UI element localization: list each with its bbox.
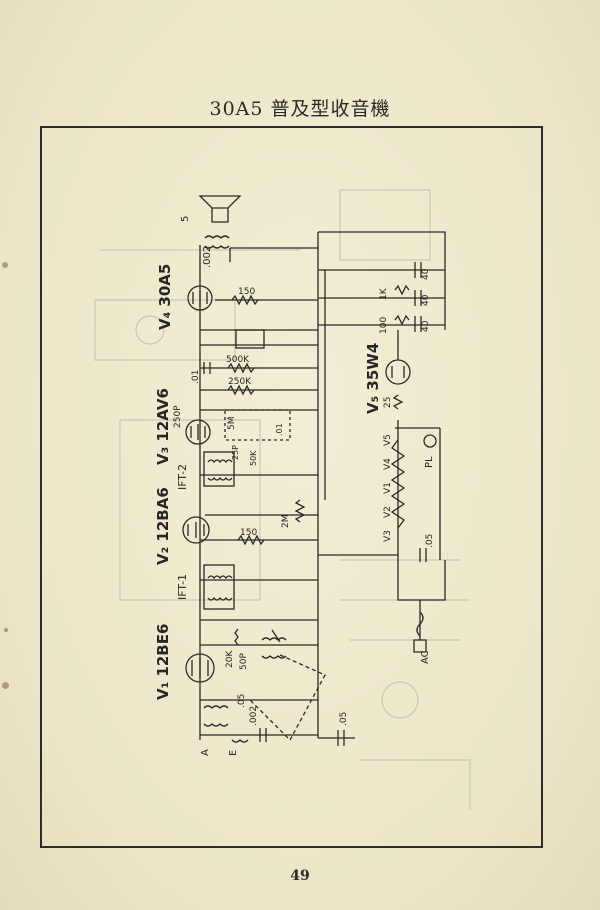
label-c250p: 250P (173, 405, 183, 428)
label-c40a: 40 (421, 268, 431, 280)
page-stain (2, 262, 8, 268)
label-c01b: .01 (275, 423, 284, 436)
svg-text:V4: V4 (383, 458, 393, 470)
resistors (227, 284, 410, 646)
ift1-label: IFT-1 (176, 574, 189, 600)
tube-v2 (182, 516, 210, 544)
component-labels: 150 500K .01 250K 250P 5M 25P 50K .01 2M… (173, 268, 435, 756)
tube-label-v4: V₄ 30A5 (156, 264, 174, 330)
page-number: 49 (290, 868, 310, 884)
wiring (199, 231, 446, 740)
label-c01: .01 (191, 370, 201, 384)
label-r50k: 50K (249, 450, 258, 466)
ift2-label: IFT-2 (176, 464, 189, 490)
label-r500k: 500K (226, 355, 250, 365)
svg-text:V5: V5 (383, 434, 393, 446)
svg-text:V2: V2 (383, 506, 393, 518)
tube-label-v5: V₅ 35W4 (364, 343, 382, 414)
tube-label-v1: V₁ 12BE6 (154, 624, 172, 700)
label-c05-ac: .05 (425, 534, 435, 548)
output-transformer (204, 235, 230, 249)
osc-coil (261, 629, 287, 659)
label-c002-ant: .002 (249, 706, 259, 726)
tube-v1 (185, 653, 215, 683)
label-c05-line: .05 (339, 712, 349, 726)
tube-v5 (385, 359, 411, 385)
label-r100: 100 (379, 317, 389, 334)
pilot-lamp-icon (423, 434, 437, 448)
label-c05-osc: .05 (237, 694, 247, 708)
bleed-through (94, 189, 471, 810)
antenna-coil (203, 705, 249, 743)
shield-box (224, 409, 291, 441)
tube-label-v3: V₃ 12AV6 (154, 388, 172, 465)
label-c50p: 50P (239, 653, 249, 670)
schematic-frame (40, 126, 543, 848)
speaker-icon (198, 195, 242, 223)
label-r150-v4: 150 (238, 287, 255, 297)
label-r150-v2: 150 (240, 528, 257, 538)
label-c25p: 25P (231, 445, 240, 460)
page-stain (2, 682, 9, 689)
heater-chain-labels: V5 V4 V1 V2 V3 (383, 434, 393, 542)
tube-v3 (185, 419, 211, 445)
speaker-label: 5 (180, 216, 191, 222)
tube-label-v2: V₂ 12BA6 (154, 487, 172, 565)
switch-box (235, 329, 265, 349)
label-c40b: 40 (421, 294, 431, 306)
label-r2m: 2M (281, 515, 291, 529)
label-r1k: 1K (379, 287, 389, 300)
label-r25: 25 (383, 397, 393, 408)
label-c40c: 40 (421, 320, 431, 332)
label-pl: PL (424, 456, 435, 468)
label-antenna: A (200, 749, 211, 756)
gang-link (249, 654, 326, 742)
label-r5m: 5M (227, 417, 237, 431)
capacitors (203, 262, 427, 746)
label-earth: E (228, 750, 239, 756)
page-title: 30A5 普及型收音機 (209, 98, 391, 120)
ift-2 (203, 451, 235, 487)
ac-plug-icon (413, 611, 427, 653)
label-r250k: 250K (228, 377, 252, 387)
ift-1 (203, 564, 235, 610)
label-ac: AC (420, 650, 431, 664)
page-stain (4, 628, 8, 632)
tube-v4 (187, 285, 213, 311)
label-r20k: 20K (225, 650, 235, 668)
svg-text:V3: V3 (383, 530, 393, 542)
svg-text:V1: V1 (383, 482, 393, 494)
c-out-label: .002 (202, 246, 213, 268)
